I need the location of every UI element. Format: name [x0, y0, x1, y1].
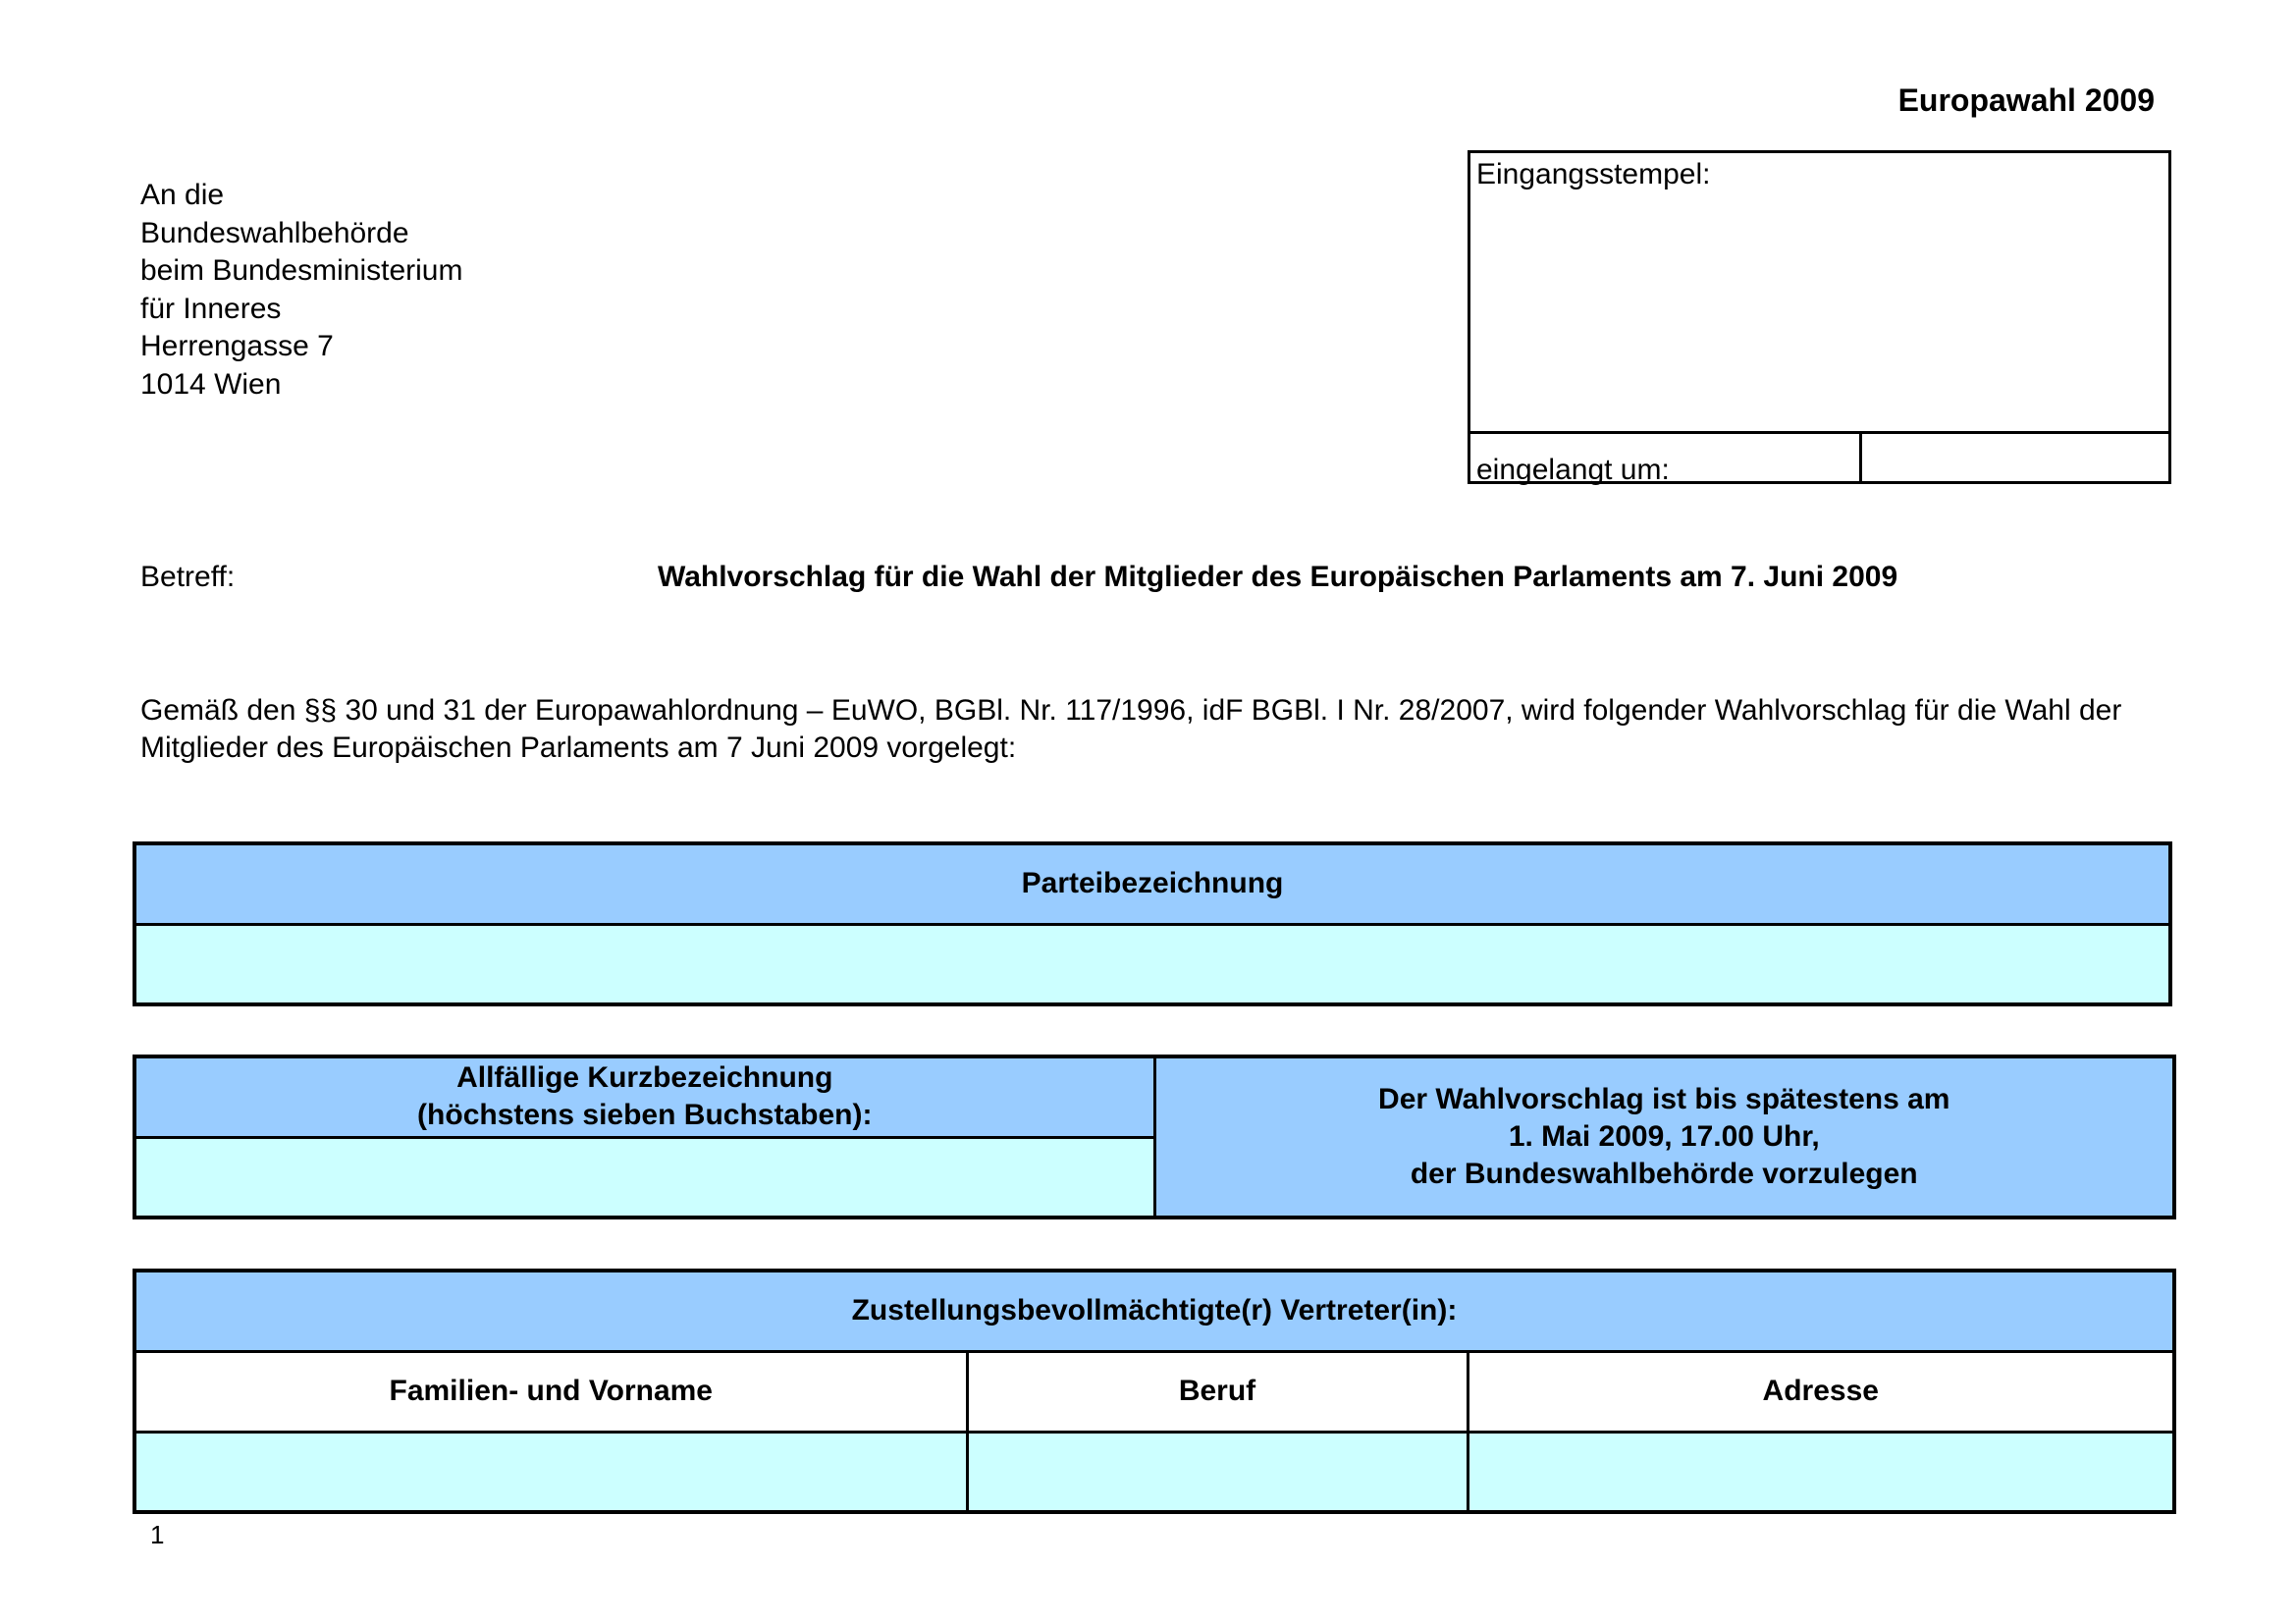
recipient-address: An die Bundeswahlbehörde beim Bundesmini… — [140, 177, 462, 404]
page-number: 1 — [150, 1520, 165, 1549]
address-line: für Inneres — [140, 292, 282, 325]
subject-text: Wahlvorschlag für die Wahl der Mitgliede… — [658, 561, 1898, 593]
short-name-table: Allfällige Kurzbezeichnung (höchstens si… — [133, 1055, 2176, 1219]
column-header-name: Familien- und Vorname — [133, 1349, 969, 1434]
address-line: Bundeswahlbehörde — [140, 216, 409, 249]
column-header-occupation: Beruf — [965, 1349, 1469, 1434]
stamp-divider — [1470, 431, 2168, 434]
receipt-stamp-box: Eingangsstempel: eingelangt um: — [1468, 150, 2171, 486]
received-at-label: eingelangt um: — [1476, 454, 1670, 486]
representative-table: Zustellungsbevollmächtigte(r) Vertreter(… — [133, 1269, 2176, 1514]
receipt-stamp-label: Eingangsstempel: — [1476, 158, 1711, 190]
deadline-notice: Der Wahlvorschlag ist bis spätestens am … — [1152, 1055, 2176, 1219]
party-name-table: Parteibezeichnung — [133, 841, 2172, 1006]
deadline-line: 1. Mai 2009, 17.00 Uhr, — [1508, 1120, 1820, 1153]
stamp-time-divider — [1859, 431, 1862, 481]
address-line: beim Bundesministerium — [140, 254, 463, 287]
address-line: Herrengasse 7 — [140, 330, 334, 362]
party-name-field[interactable] — [133, 922, 2172, 1006]
column-header-address: Adresse — [1466, 1349, 2176, 1434]
deadline-line: Der Wahlvorschlag ist bis spätestens am — [1378, 1083, 1950, 1115]
address-line: An die — [140, 179, 225, 211]
short-name-header: Allfällige Kurzbezeichnung (höchstens si… — [133, 1055, 1156, 1139]
election-title: Europawahl 2009 — [1897, 82, 2155, 118]
representative-address-field[interactable] — [1466, 1430, 2176, 1514]
short-name-field[interactable] — [133, 1135, 1156, 1219]
subject-label: Betreff: — [140, 561, 236, 593]
representative-header: Zustellungsbevollmächtigte(r) Vertreter(… — [133, 1269, 2176, 1353]
deadline-line: der Bundeswahlbehörde vorzulegen — [1410, 1158, 1918, 1190]
intro-paragraph: Gemäß den §§ 30 und 31 der Europawahlord… — [140, 694, 2122, 764]
short-name-header-line: Allfällige Kurzbezeichnung — [456, 1061, 833, 1095]
short-name-header-line: (höchstens sieben Buchstaben): — [417, 1099, 873, 1132]
representative-occupation-field[interactable] — [965, 1430, 1469, 1514]
party-name-header: Parteibezeichnung — [133, 841, 2172, 926]
representative-name-field[interactable] — [133, 1430, 969, 1514]
address-line: 1014 Wien — [140, 367, 282, 401]
